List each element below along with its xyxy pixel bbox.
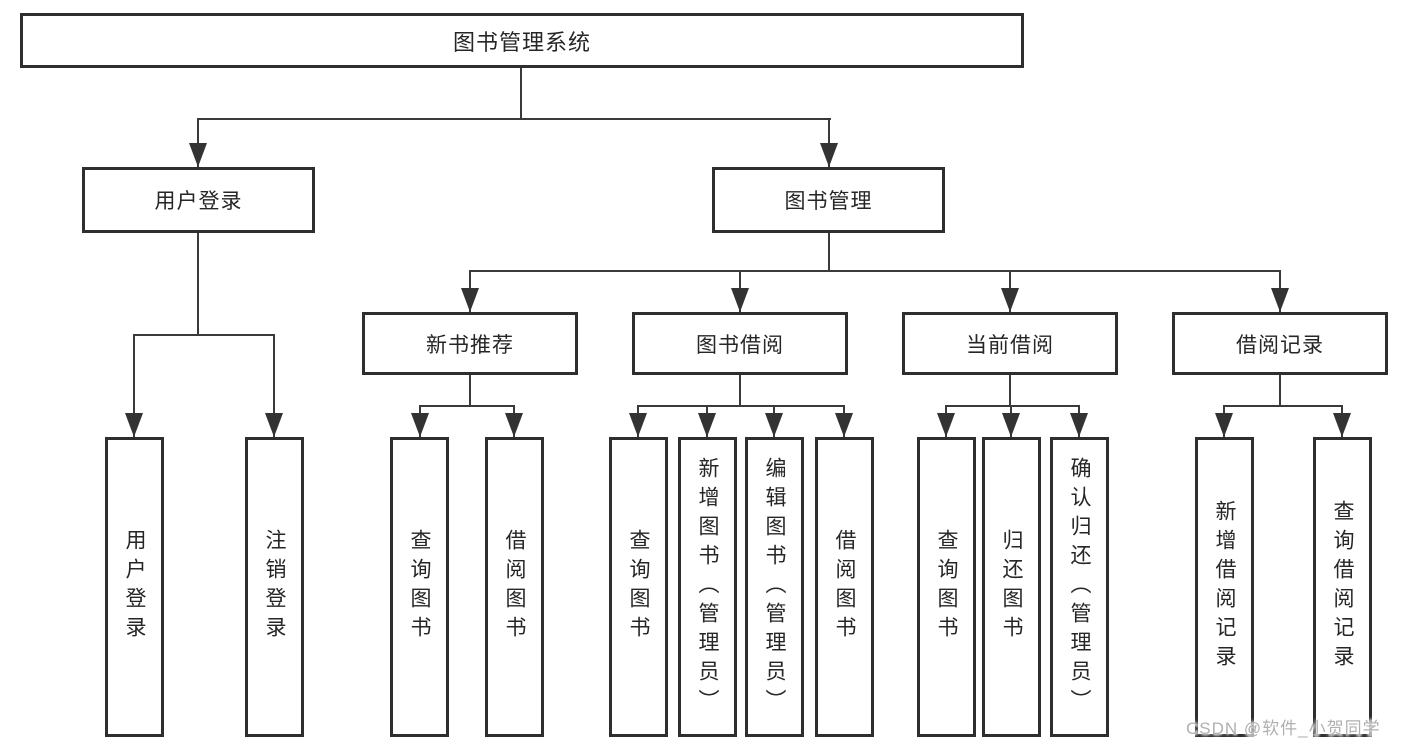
leaf-edit-books-admin: 编辑图书（管理员）: [745, 437, 804, 737]
arrow-down-icon: [1070, 413, 1088, 437]
arrow-down-icon: [731, 288, 749, 312]
connector-user-login-split: [133, 334, 275, 336]
connector-split: [637, 405, 845, 407]
arrow-down-icon: [125, 413, 143, 437]
leaf-borrow-books-recommend: 借阅图书: [485, 437, 544, 737]
leaf-label: 新增图书（管理员）: [696, 456, 719, 718]
leaf-user-login: 用户登录: [105, 437, 164, 737]
leaf-query-books-recommend: 查询图书: [390, 437, 449, 737]
leaf-label: 注销登录: [263, 529, 286, 645]
leaf-confirm-return-admin: 确认归还（管理员）: [1050, 437, 1109, 737]
connector-stub: [469, 375, 471, 407]
node-borrowing-records: 借阅记录: [1172, 312, 1388, 375]
arrow-down-icon: [629, 413, 647, 437]
leaf-add-borrow-record: 新增借阅记录: [1195, 437, 1254, 737]
leaf-label: 用户登录: [123, 529, 146, 645]
connector-to-leaf: [273, 336, 275, 437]
arrow-down-icon: [1002, 413, 1020, 437]
connector-book-management-split: [469, 270, 1281, 272]
arrow-down-icon: [265, 413, 283, 437]
arrow-down-icon: [1001, 288, 1019, 312]
csdn-watermark: CSDN @软件_小贺同学: [1186, 719, 1381, 738]
arrow-down-icon: [937, 413, 955, 437]
connector-stub: [1009, 375, 1011, 407]
leaf-logout: 注销登录: [245, 437, 304, 737]
connector-root-stub: [520, 68, 522, 120]
arrow-down-icon: [1333, 413, 1351, 437]
arrow-down-icon: [505, 413, 523, 437]
leaf-label: 新增借阅记录: [1213, 500, 1236, 674]
arrow-down-icon: [698, 413, 716, 437]
leaf-label: 归还图书: [1000, 529, 1023, 645]
arrow-down-icon: [189, 143, 207, 167]
connector-stub: [1279, 375, 1281, 407]
arrow-down-icon: [1271, 288, 1289, 312]
leaf-label: 查询图书: [408, 529, 431, 645]
arrow-down-icon: [1215, 413, 1233, 437]
arrow-down-icon: [835, 413, 853, 437]
leaf-borrow-books: 借阅图书: [815, 437, 874, 737]
arrow-down-icon: [461, 288, 479, 312]
node-user-login: 用户登录: [82, 167, 315, 233]
leaf-add-books-admin: 新增图书（管理员）: [678, 437, 737, 737]
connector-to-leaf: [133, 336, 135, 437]
leaf-label: 借阅图书: [503, 529, 526, 645]
node-new-book-recommendation: 新书推荐: [362, 312, 578, 375]
arrow-down-icon: [820, 143, 838, 167]
leaf-label: 编辑图书（管理员）: [763, 456, 786, 718]
leaf-label: 借阅图书: [833, 529, 856, 645]
node-current-borrowing: 当前借阅: [902, 312, 1118, 375]
connector-user-login-stub: [197, 233, 199, 336]
leaf-label: 确认归还（管理员）: [1068, 456, 1091, 718]
leaf-label: 查询图书: [935, 529, 958, 645]
leaf-query-borrow-record: 查询借阅记录: [1313, 437, 1372, 737]
node-book-management: 图书管理: [712, 167, 945, 233]
leaf-label: 查询借阅记录: [1331, 500, 1354, 674]
connector-stub: [739, 375, 741, 407]
connector-split: [419, 405, 515, 407]
connector-split: [1223, 405, 1343, 407]
connector-book-management-stub: [828, 233, 830, 272]
connector-root-split: [197, 118, 831, 120]
connector-split: [945, 405, 1080, 407]
arrow-down-icon: [765, 413, 783, 437]
node-book-borrowing: 图书借阅: [632, 312, 848, 375]
arrow-down-icon: [411, 413, 429, 437]
node-library-management-system: 图书管理系统: [20, 13, 1024, 68]
leaf-query-books-current: 查询图书: [917, 437, 976, 737]
leaf-query-books-borrow: 查询图书: [609, 437, 668, 737]
leaf-return-books: 归还图书: [982, 437, 1041, 737]
leaf-label: 查询图书: [627, 529, 650, 645]
